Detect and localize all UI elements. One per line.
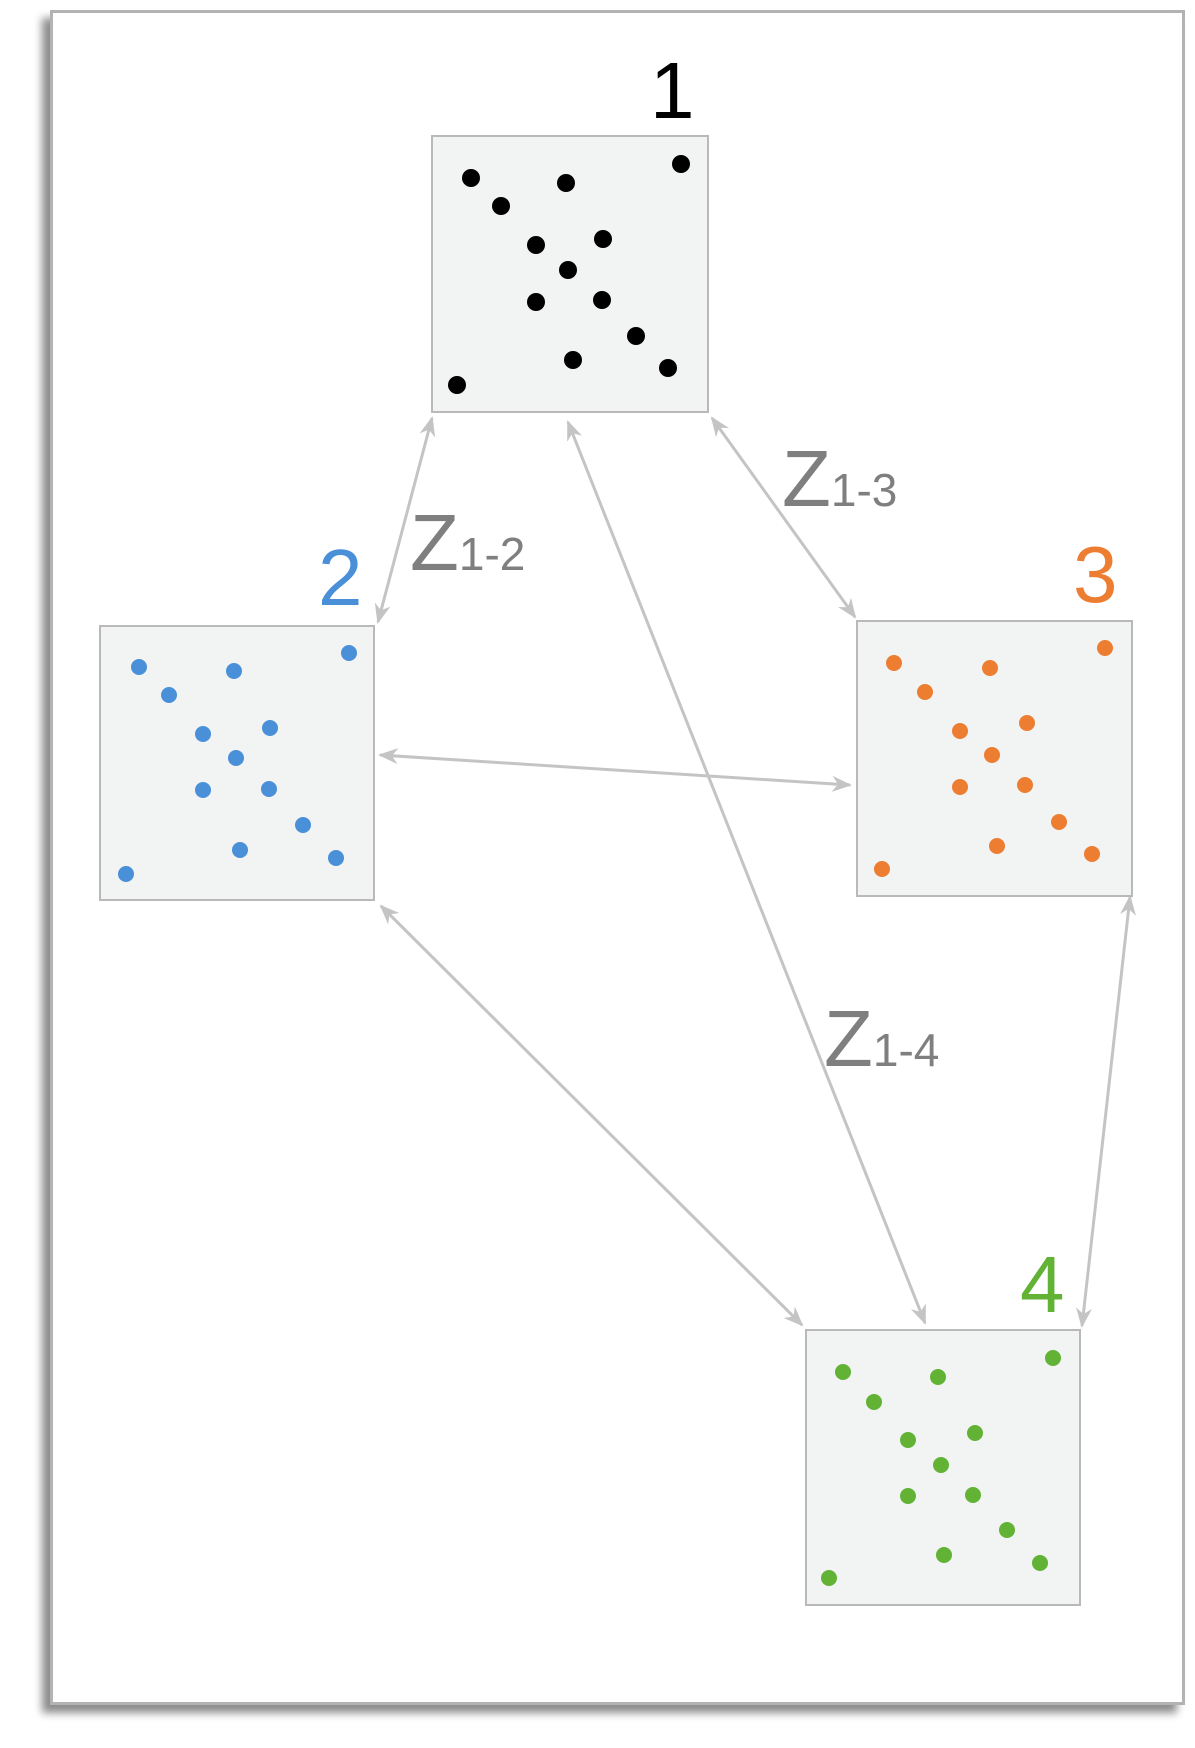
scatter-point [195,726,211,742]
scatter-point [952,779,968,795]
panel-4-number: 4 [1020,1240,1065,1329]
scatter-point [672,155,690,173]
scatter-point [161,687,177,703]
scatter-point [462,169,480,187]
arrow-2-4 [379,904,804,1327]
panel-1-number: 1 [650,46,695,135]
scatter-point [228,750,244,766]
panel-3-points [874,640,1113,877]
label-z-1-2: Z1-2 [410,498,525,587]
scatter-point [835,1364,851,1380]
panel-1-points [448,155,690,394]
scatter-point [593,291,611,309]
scatter-point [866,1394,882,1410]
scatter-point [886,655,902,671]
scatter-point [1019,715,1035,731]
scatter-point [527,293,545,311]
scatter-point [874,861,890,877]
scatter-point [1051,814,1067,830]
scatter-point [1032,1555,1048,1571]
scatter-point [564,351,582,369]
panel-2: 2 [99,533,375,901]
scatter-point [1017,777,1033,793]
scatter-point [262,720,278,736]
arrow-2-3 [378,748,852,792]
panel-4: 4 [805,1240,1081,1606]
scatter-point [952,723,968,739]
scatter-point [982,660,998,676]
scatter-point [900,1432,916,1448]
connection-arrows [374,416,1136,1328]
scatter-point [999,1522,1015,1538]
scatter-point [226,663,242,679]
scatter-point [557,174,575,192]
panel-4-points [821,1350,1061,1586]
panel-2-points [118,645,357,882]
scatter-point [989,838,1005,854]
panel-3: 3 [856,530,1133,897]
panel-3-number: 3 [1073,530,1118,619]
label-z-1-3: Z1-3 [782,434,897,523]
arrow-1-4 [566,420,927,1325]
scatter-point [448,376,466,394]
arrow-1-2 [374,416,436,624]
scatter-point [232,842,248,858]
scatter-point [261,781,277,797]
panel-2-number: 2 [318,533,363,622]
scatter-point [967,1425,983,1441]
scatter-point [131,659,147,675]
arrow-3-4 [1076,895,1136,1328]
scatter-point [984,747,1000,763]
scatter-point [195,782,211,798]
scatter-point [900,1488,916,1504]
scatter-point [965,1487,981,1503]
scatter-point [295,817,311,833]
label-z-1-4: Z1-4 [824,994,939,1083]
scatter-point [659,359,677,377]
scatter-point [492,197,510,215]
scatter-point [594,230,612,248]
scatter-point [341,645,357,661]
scatter-point [1097,640,1113,656]
scatter-point [936,1547,952,1563]
scatter-point [328,850,344,866]
scatter-point [933,1457,949,1473]
scatter-point [559,261,577,279]
scatter-point [627,327,645,345]
scatter-point [1084,846,1100,862]
scatter-point [118,866,134,882]
scatter-point [917,684,933,700]
scatter-point [527,236,545,254]
scatter-point [930,1369,946,1385]
panel-1: 1 [431,46,709,413]
scatter-point [1045,1350,1061,1366]
scatter-point [821,1570,837,1586]
